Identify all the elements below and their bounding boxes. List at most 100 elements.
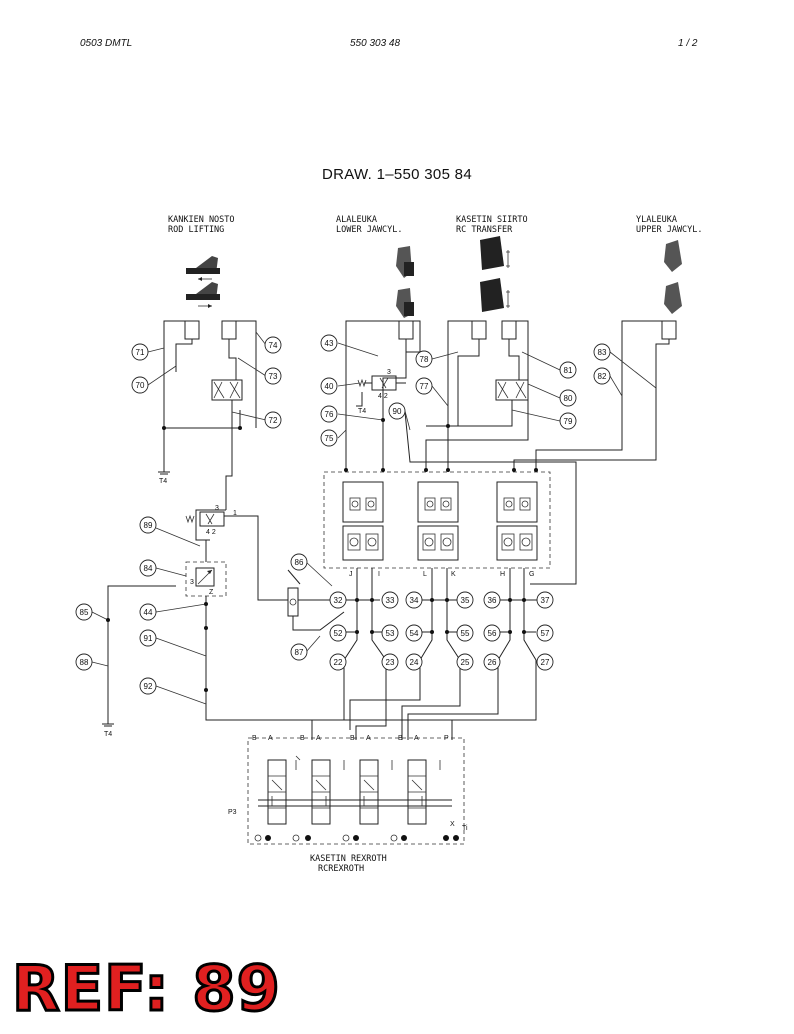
callout-bubble-77: 77 <box>415 377 433 395</box>
port-label: A <box>414 735 419 742</box>
svg-text:87: 87 <box>295 648 304 657</box>
svg-text:72: 72 <box>269 416 278 425</box>
callout-bubble-88: 88 <box>75 653 93 671</box>
reference-label: REF: 89 <box>11 952 282 1025</box>
svg-text:36: 36 <box>488 596 497 605</box>
callout-bubble-56: 56 <box>483 624 501 642</box>
callout-bubble-75: 75 <box>320 429 338 447</box>
section-label-en: RC TRANSFER <box>456 225 513 235</box>
callout-bubble-85: 85 <box>75 603 93 621</box>
port-label: J <box>349 571 353 578</box>
valve-port: 4 2 <box>378 393 388 400</box>
svg-text:73: 73 <box>269 372 278 381</box>
rexroth-port-dots <box>254 834 459 842</box>
section-label-fi: KANKIEN NOSTO <box>168 215 235 225</box>
callout-bubble-89: 89 <box>139 516 157 534</box>
callout-bubble-24: 24 <box>405 653 423 671</box>
section-label-en: UPPER JAWCYL. <box>636 225 703 235</box>
svg-text:74: 74 <box>269 341 278 350</box>
port-label: I <box>378 571 380 578</box>
svg-text:79: 79 <box>564 417 573 426</box>
valve-port: 3 <box>387 369 391 376</box>
callout-bubble-81: 81 <box>559 361 577 379</box>
svg-text:24: 24 <box>410 658 419 667</box>
callout-bubble-22: 22 <box>329 653 347 671</box>
tank-label: T4 <box>358 408 366 415</box>
svg-text:40: 40 <box>325 382 334 391</box>
section-label-fi: ALALEUKA <box>336 215 377 225</box>
cylinders <box>184 320 677 340</box>
drawing-title: DRAW. 1–550 305 84 <box>322 166 472 183</box>
callout-bubble-54: 54 <box>405 624 423 642</box>
block-caption: KASETIN REXROTH <box>310 854 387 864</box>
callout-bubble-82: 82 <box>593 367 611 385</box>
callout-bubble-92: 92 <box>139 677 157 695</box>
callout-bubble-55: 55 <box>456 624 474 642</box>
section-label-en: ROD LIFTING <box>168 225 224 235</box>
callout-bubble-53: 53 <box>381 624 399 642</box>
svg-text:85: 85 <box>80 608 89 617</box>
svg-text:80: 80 <box>564 394 573 403</box>
port-label: L <box>423 571 427 578</box>
block-caption: RCREXROTH <box>318 864 364 874</box>
section-label-fi: KASETIN SIIRTO <box>456 215 528 225</box>
header-center: 550 303 48 <box>350 38 401 49</box>
valve-port: 4 2 <box>206 529 216 536</box>
svg-text:77: 77 <box>420 382 429 391</box>
port-label: A <box>316 735 321 742</box>
tank-label: T4 <box>159 478 167 485</box>
callout-bubble-90: 90 <box>388 402 406 420</box>
main-valve <box>199 511 225 527</box>
rc-transfer-pictogram <box>480 236 510 312</box>
callout-bubble-72: 72 <box>264 411 282 429</box>
valve-port: Z <box>209 589 214 596</box>
port-label: A <box>366 735 371 742</box>
svg-text:52: 52 <box>334 629 343 638</box>
port-label: K <box>451 571 456 578</box>
callout-bubble-57: 57 <box>536 624 554 642</box>
callout-bubble-70: 70 <box>131 376 149 394</box>
callout-bubble-52: 52 <box>329 624 347 642</box>
callout-bubble-44: 44 <box>139 603 157 621</box>
callout-bubble-35: 35 <box>456 591 474 609</box>
rod-lift-valve <box>211 379 243 401</box>
rexroth-sections <box>258 755 452 825</box>
callout-bubble-76: 76 <box>320 405 338 423</box>
callout-bubble-32: 32 <box>329 591 347 609</box>
callout-bubble-78: 78 <box>415 350 433 368</box>
svg-text:71: 71 <box>136 348 145 357</box>
port-label: X <box>450 821 455 828</box>
port-label: B <box>300 735 305 742</box>
port-label: G <box>529 571 534 578</box>
shuttle-valve <box>287 587 299 617</box>
svg-text:34: 34 <box>410 596 419 605</box>
svg-text:82: 82 <box>598 372 607 381</box>
section-label-en: LOWER JAWCYL. <box>336 225 403 235</box>
svg-text:56: 56 <box>488 629 497 638</box>
callout-bubble-33: 33 <box>381 591 399 609</box>
svg-text:54: 54 <box>410 629 419 638</box>
svg-text:57: 57 <box>541 629 550 638</box>
svg-text:81: 81 <box>564 366 573 375</box>
callout-bubble-37: 37 <box>536 591 554 609</box>
svg-text:25: 25 <box>461 658 470 667</box>
svg-text:55: 55 <box>461 629 470 638</box>
svg-text:86: 86 <box>295 558 304 567</box>
callout-bubble-84: 84 <box>139 559 157 577</box>
svg-text:33: 33 <box>386 596 395 605</box>
svg-text:44: 44 <box>144 608 153 617</box>
callout-bubble-80: 80 <box>559 389 577 407</box>
svg-text:26: 26 <box>488 658 497 667</box>
callout-bubble-79: 79 <box>559 412 577 430</box>
port-label: Ti <box>462 825 468 832</box>
svg-text:70: 70 <box>136 381 145 390</box>
port-label: P3 <box>228 809 237 816</box>
upper-jaw-pictogram <box>664 240 682 314</box>
port-label: H <box>500 571 505 578</box>
valve-port: 3 <box>190 579 194 586</box>
svg-text:27: 27 <box>541 658 550 667</box>
callout-bubble-87: 87 <box>290 643 308 661</box>
port-label: A <box>268 735 273 742</box>
svg-text:35: 35 <box>461 596 470 605</box>
